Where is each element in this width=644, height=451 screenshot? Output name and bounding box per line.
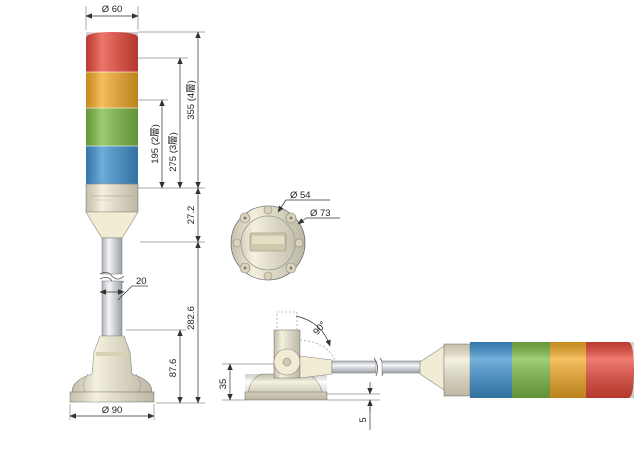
front-view: Ø 60 195 (2層) 275 (3層) 355 (4層) 27.2 2 <box>69 4 205 420</box>
dim-tiers-2: 195 (2層) <box>150 124 161 164</box>
dim-collar-height: 27.2 <box>186 206 197 225</box>
side-view: 35 5 90° <box>218 311 634 430</box>
dim-side-offset: 5 <box>358 417 369 422</box>
dim-mount-outer-diameter: Ø 73 <box>310 208 331 219</box>
front-body-collar <box>85 183 139 239</box>
front-tower-tiers <box>86 32 138 184</box>
dim-top-diameter: Ø 60 <box>102 4 123 15</box>
dim-tiers-4: 355 (4層) <box>186 80 197 120</box>
collar <box>85 211 139 239</box>
dim-pole-length: 282.6 <box>186 306 197 330</box>
mount-bottom-view: Ø 54 Ø 73 <box>230 190 340 281</box>
dim-base-height: 87.6 <box>168 359 179 378</box>
dim-tiers-3: 275 (3層) <box>168 132 179 172</box>
dim-side-base-height: 35 <box>218 379 229 390</box>
dim-base-diameter: Ø 90 <box>102 405 123 416</box>
front-pole <box>99 237 125 337</box>
front-base <box>69 335 155 403</box>
front-dimensions: Ø 60 195 (2層) 275 (3層) 355 (4層) 27.2 2 <box>69 4 205 420</box>
dim-mount-inner-diameter: Ø 54 <box>290 190 311 201</box>
dim-pole-diameter: 20 <box>136 276 147 287</box>
dim-tilt-angle: 90° <box>311 319 329 337</box>
